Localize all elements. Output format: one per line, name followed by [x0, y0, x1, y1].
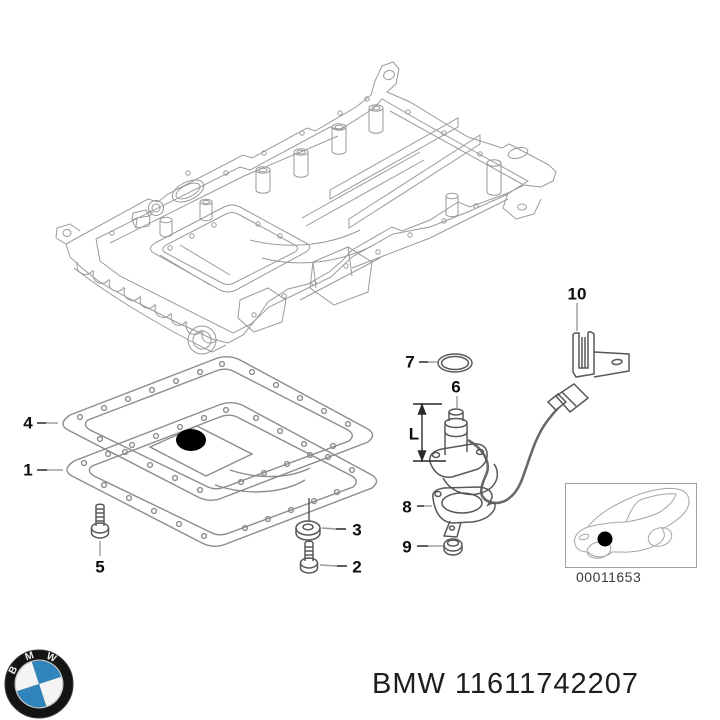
bmw-letter-w: W: [44, 651, 58, 665]
bolt-2-drawing: [299, 540, 319, 574]
bmw-letter-m: M: [24, 650, 36, 663]
inset-image-code: 00011653: [576, 569, 642, 585]
bracket-10-drawing: [572, 331, 630, 378]
grommet-9-drawing: [443, 538, 463, 556]
sensor-cable-drawing: [467, 383, 590, 505]
bmw-logo: B M W: [4, 649, 74, 719]
car-location-inset: [565, 483, 697, 568]
dimension-arrow: [413, 403, 446, 462]
car-line-art: [574, 487, 690, 559]
callout-7: 7: [405, 352, 415, 372]
callout-3: 3: [352, 520, 362, 540]
callout-1: 1: [23, 460, 33, 480]
leader-lines: [37, 303, 578, 567]
dimension-label-L: L: [408, 424, 420, 444]
washer-3-drawing: [295, 498, 321, 541]
callout-2: 2: [352, 557, 362, 577]
callout-6: 6: [451, 377, 461, 397]
bolt-5-drawing: [90, 503, 110, 539]
gasket-drawing: [62, 356, 374, 501]
bmw-letter-b: B: [7, 665, 20, 677]
oil-level-sensor-drawing: [429, 408, 499, 496]
o-ring-7-drawing: [437, 353, 473, 373]
oil-pan-drawing: [66, 402, 378, 547]
bmw-quadrant-blue-2: [16, 684, 47, 708]
part-number: BMW 11611742207: [372, 668, 640, 700]
part-location-dot: [597, 531, 613, 547]
sensor-holder-8-drawing: [431, 486, 496, 538]
callout-9: 9: [402, 537, 412, 557]
callout-8: 8: [402, 497, 412, 517]
callout-5: 5: [95, 557, 105, 577]
bmw-quadrant-blue-1: [31, 660, 62, 684]
upper-oil-pan-drawing: [55, 61, 557, 355]
callout-4: 4: [23, 413, 33, 433]
callout-10: 10: [567, 284, 587, 304]
